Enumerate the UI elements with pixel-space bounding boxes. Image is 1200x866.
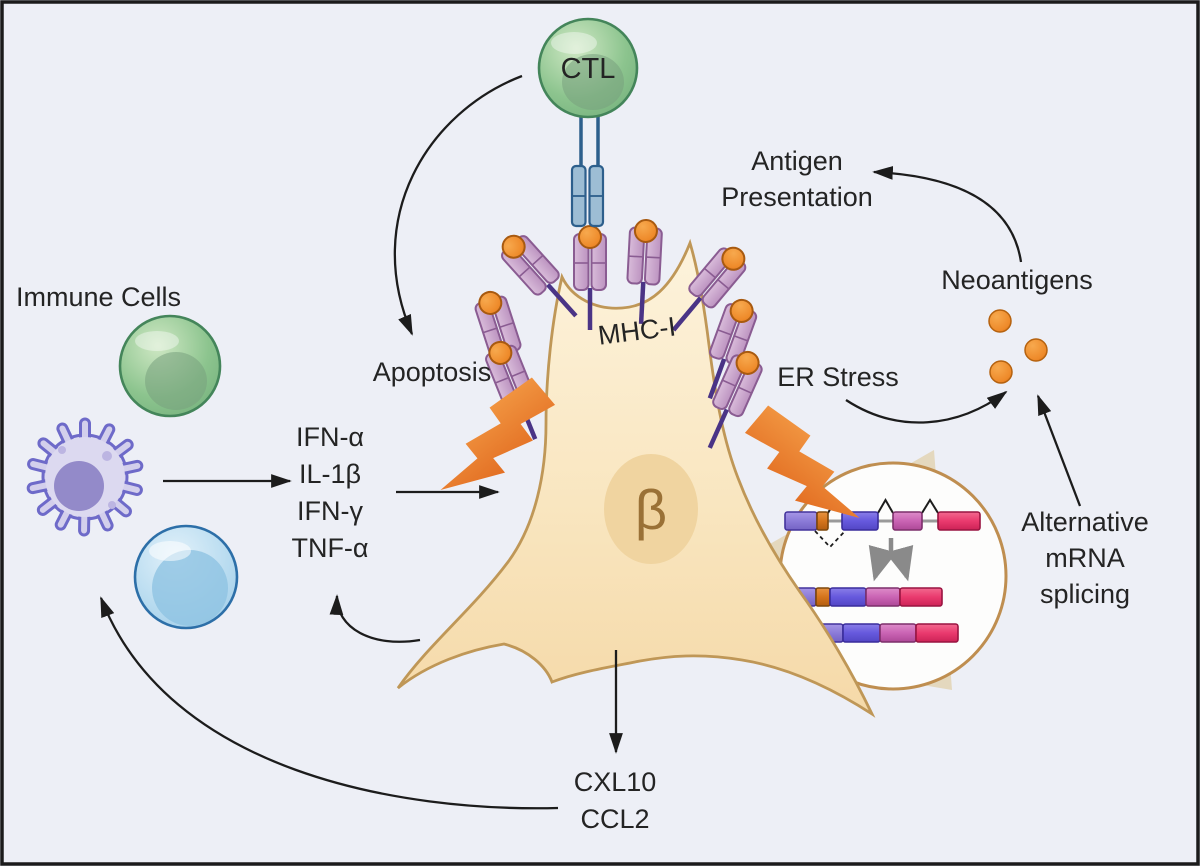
tcr	[570, 114, 605, 228]
chemokine-list: CXL10 CCL2	[574, 767, 657, 834]
cytokine-il1-beta: IL-1β	[299, 459, 361, 489]
arrow-splicing-to-neoantigens	[1036, 394, 1082, 507]
cytokine-list: IFN-α IL-1β IFN-γ TNF-α	[291, 422, 368, 563]
chemokine-ccl2: CCL2	[580, 804, 649, 834]
blue-lymphocyte-icon	[133, 524, 239, 630]
svg-text:Antigen: Antigen	[751, 146, 843, 176]
ctl-cell: CTL	[537, 17, 639, 119]
neoantigen-dot-icon	[988, 309, 1012, 333]
svg-text:mRNA: mRNA	[1045, 543, 1125, 573]
arrow-erstress-to-neoantigens	[845, 390, 1008, 424]
antigen-presentation-label: Antigen Presentation	[721, 146, 873, 212]
neoantigen-dots	[988, 309, 1048, 384]
immune-cells-group: Immune Cells	[16, 282, 239, 630]
pre-mrna-track	[784, 497, 981, 549]
splice-fork-arrow	[868, 538, 914, 582]
macrophage-icon	[26, 417, 144, 537]
beta-cell-nucleus	[604, 454, 698, 564]
cytokine-ifn-gamma: IFN-γ	[297, 496, 363, 526]
svg-text:Presentation: Presentation	[721, 182, 873, 212]
arrow-chemokines-to-immune	[99, 596, 559, 810]
neoantigens-label: Neoantigens	[941, 265, 1093, 295]
beta-cell-label: β	[635, 478, 667, 541]
svg-text:splicing: splicing	[1040, 579, 1130, 609]
immune-cells-label: Immune Cells	[16, 282, 181, 312]
arrow-neoantigens-to-presentation	[872, 166, 1023, 263]
er-stress-label: ER Stress	[777, 362, 899, 392]
cytokine-tnf-alpha: TNF-α	[291, 533, 368, 563]
arrow-cell-to-cytokines	[329, 594, 421, 643]
chemokine-cxl10: CXL10	[574, 767, 657, 797]
neoantigen-dot-icon	[1024, 338, 1048, 362]
green-lymphocyte-icon	[118, 314, 222, 418]
apoptosis-label: Apoptosis	[373, 357, 492, 387]
ctl-label: CTL	[561, 53, 616, 85]
arrow-ctl-to-apoptosis	[393, 74, 523, 336]
cytokine-ifn-alpha: IFN-α	[296, 422, 364, 452]
neoantigen-dot-icon	[989, 360, 1013, 384]
alternative-splicing-label: Alternative mRNA splicing	[1021, 507, 1149, 609]
beta-cell: β	[396, 238, 876, 718]
svg-text:Alternative: Alternative	[1021, 507, 1149, 537]
